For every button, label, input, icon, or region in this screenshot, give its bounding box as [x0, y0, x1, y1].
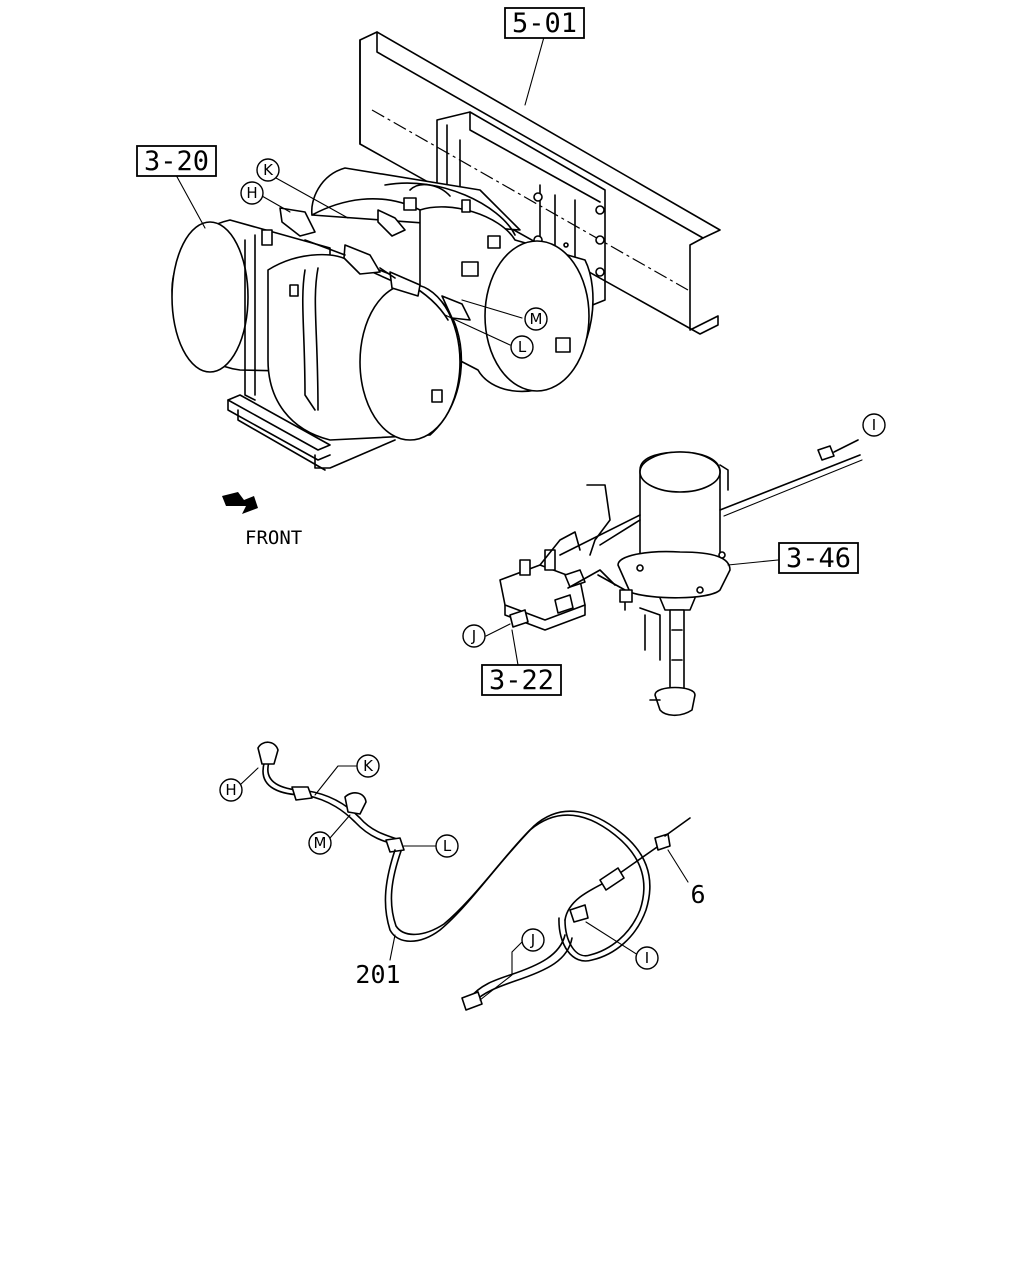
ref-box-3-20[interactable]: 3-20: [136, 145, 217, 177]
callout-l-lower: L: [435, 834, 459, 858]
front-arrow-icon: [222, 492, 258, 514]
callout-m-upper: M: [524, 307, 548, 331]
leader-lines: [175, 36, 779, 1001]
ref-label-3-46: 3-46: [786, 543, 851, 574]
air-dryer: [559, 439, 863, 717]
callout-h-lower: H: [219, 778, 243, 802]
callout-i-upper: I: [862, 413, 886, 437]
callout-j-upper: J: [462, 624, 486, 648]
callout-k-upper: K: [256, 158, 280, 182]
callout-label: H: [225, 781, 236, 799]
part-number-6[interactable]: 6: [690, 880, 705, 909]
callout-label: H: [246, 184, 257, 202]
callout-label: M: [530, 310, 543, 328]
ref-label-3-20: 3-20: [144, 146, 209, 177]
callout-m-lower: M: [308, 831, 332, 855]
callout-label: K: [363, 757, 374, 775]
air-tanks: [171, 167, 594, 471]
ref-box-3-46[interactable]: 3-46: [778, 542, 859, 574]
callout-label: M: [314, 834, 327, 852]
callout-j-lower: J: [521, 928, 545, 952]
callout-h-upper: H: [240, 181, 264, 205]
part-number-201[interactable]: 201: [355, 960, 400, 989]
ref-box-5-01[interactable]: 5-01: [504, 7, 585, 39]
callout-l-upper: L: [510, 335, 534, 359]
callout-label: I: [872, 416, 876, 434]
ref-box-3-22[interactable]: 3-22: [481, 664, 562, 696]
callout-k-lower: K: [356, 754, 380, 778]
wiring-harness-201: [257, 741, 691, 1011]
callout-label: K: [263, 161, 274, 179]
callout-label: L: [518, 338, 527, 356]
callout-label: J: [471, 627, 476, 645]
ref-label-5-01: 5-01: [512, 8, 577, 39]
ref-label-3-22: 3-22: [489, 665, 554, 696]
callout-i-lower: I: [635, 946, 659, 970]
callout-label: J: [530, 931, 535, 949]
valve-assembly: [499, 531, 633, 631]
callout-label: I: [645, 949, 649, 967]
callout-label: L: [443, 837, 452, 855]
front-label: FRONT: [245, 527, 302, 549]
